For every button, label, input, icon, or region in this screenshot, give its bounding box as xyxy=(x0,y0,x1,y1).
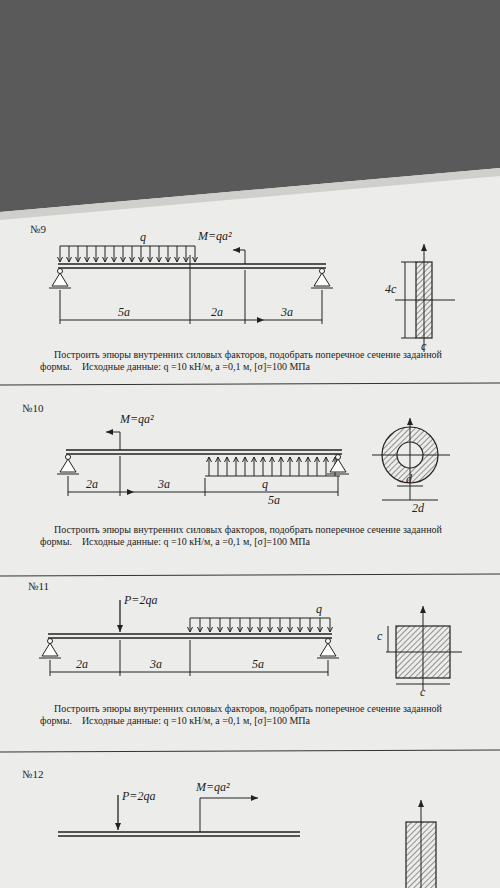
load-label: q xyxy=(262,478,268,491)
dimension: 2a xyxy=(76,658,88,671)
dimension: 5a xyxy=(252,658,264,671)
moment-label: M=qa² xyxy=(198,230,232,243)
problem-number: №12 xyxy=(22,768,44,780)
given-data: Исходные данные: q =10 кН/м, a =0,1 м, [… xyxy=(82,361,310,372)
problem-number: №9 xyxy=(30,223,46,235)
task-text: Построить эпюры внутренних силовых факто… xyxy=(40,703,480,727)
distributed-load xyxy=(207,457,338,476)
moment-label: M=qa² xyxy=(120,413,154,426)
given-data: Исходные данные: q =10 кН/м, a =0,1 м, [… xyxy=(82,536,310,547)
dimension: 2d xyxy=(412,502,424,515)
load-label: q xyxy=(316,603,322,616)
moment-label: M=qa² xyxy=(196,781,230,794)
dimension: c xyxy=(420,686,425,699)
dimension: 3a xyxy=(158,478,170,491)
dimension: 3a xyxy=(150,658,162,671)
given-data: Исходные данные: q =10 кН/м, a =0,1 м, [… xyxy=(82,715,310,726)
task-text: Построить эпюры внутренних силовых факто… xyxy=(40,349,480,373)
dimension: 3a xyxy=(281,306,293,319)
dimension: d xyxy=(406,473,412,486)
distributed-load xyxy=(58,246,198,262)
load-label: q xyxy=(140,231,146,244)
problem-number: №11 xyxy=(28,580,49,592)
dimension: 5a xyxy=(268,494,280,507)
dimension: 5a xyxy=(118,306,130,319)
dimension: c xyxy=(377,630,382,643)
dimension: 2a xyxy=(211,306,223,319)
task-text: Построить эпюры внутренних силовых факто… xyxy=(40,524,480,548)
dimension: 4c xyxy=(385,283,396,296)
force-label: P=2qa xyxy=(122,790,155,803)
distributed-load xyxy=(188,618,333,632)
dimension: 2a xyxy=(86,478,98,491)
problem-number: №10 xyxy=(22,402,44,414)
force-label: P=2qa xyxy=(124,594,157,607)
